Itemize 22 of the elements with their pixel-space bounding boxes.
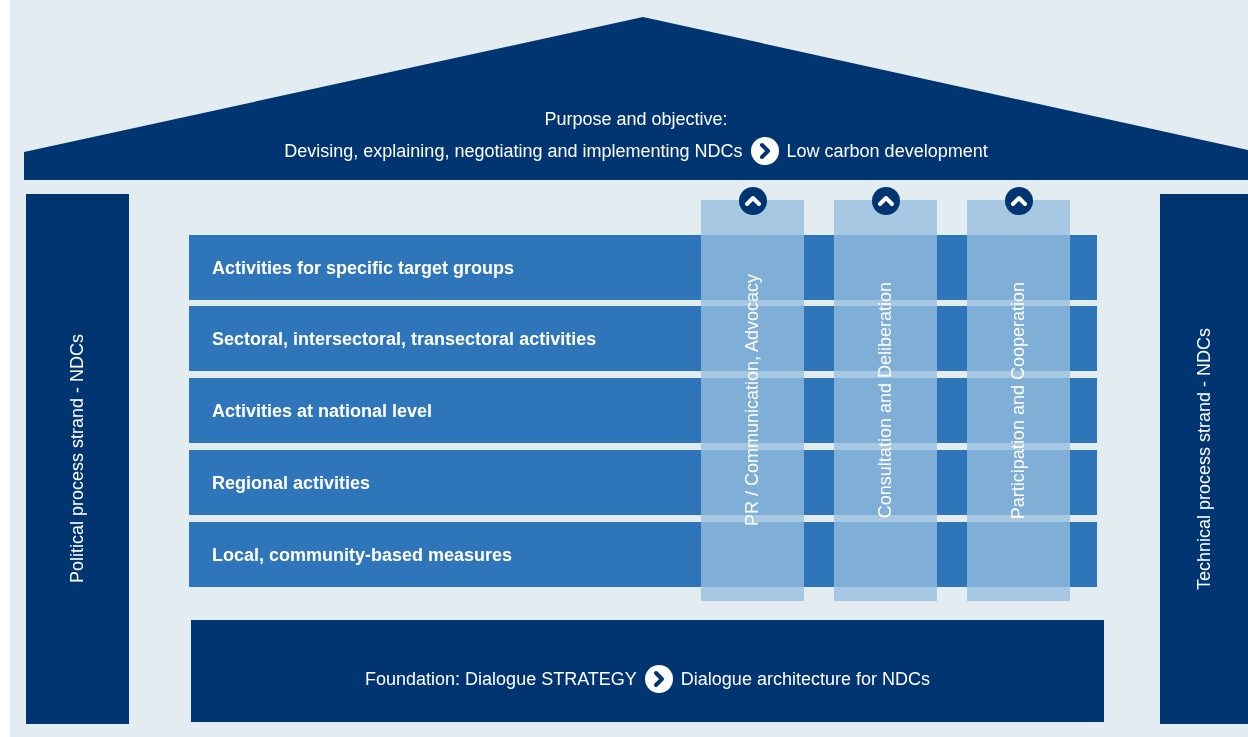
activity-label: Local, community-based measures <box>212 544 513 565</box>
pillar-label: Political process strand - NDCs <box>67 334 88 584</box>
activity-label: Activities for specific target groups <box>212 257 515 278</box>
pillar <box>1160 194 1248 724</box>
activity-label: Regional activities <box>212 472 371 493</box>
column-label: Participation and Cooperation <box>1008 281 1029 520</box>
column-band <box>701 200 804 601</box>
roof-text: Low carbon development <box>786 140 988 162</box>
pillar <box>26 194 129 724</box>
roof-heading: Purpose and objective: <box>543 109 729 130</box>
activity-label: Sectoral, intersectoral, transectoral activities <box>212 328 597 349</box>
foundation-block <box>191 620 1104 722</box>
pillar-label: Technical process strand - NDCs <box>1193 327 1215 591</box>
foundation-text: Dialogue architecture for NDCs <box>680 668 930 690</box>
column-band <box>834 200 937 601</box>
column-label: Consultation and Deliberation <box>875 282 896 519</box>
foundation-text: Foundation: Dialogue STRATEGY <box>365 668 637 690</box>
column-label: PR / Communication, Advocacy <box>742 274 763 527</box>
activity-label: Activities at national level <box>212 400 433 421</box>
column-band <box>967 200 1070 601</box>
roof-shape <box>24 17 1248 180</box>
roof-text: Devising, explaining, negotiating and implementing NDCs <box>284 140 743 162</box>
